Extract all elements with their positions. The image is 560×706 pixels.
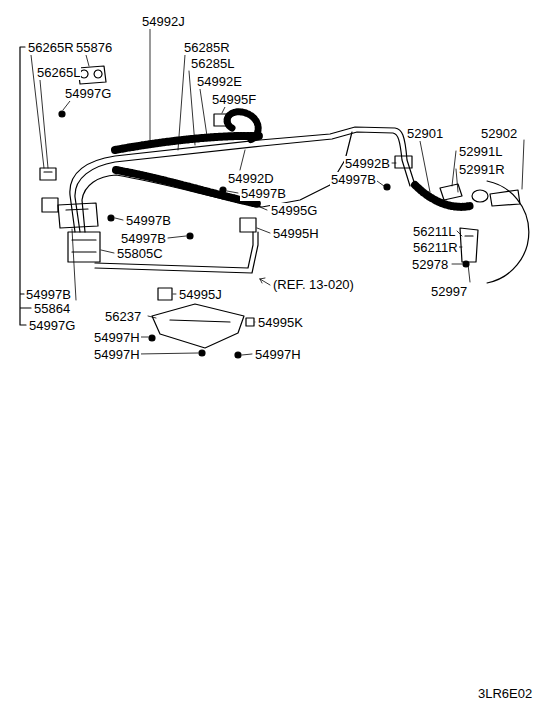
callout-number: 54997G [64,86,112,101]
callout-number: 52991R [458,162,506,177]
group-bracket [20,47,31,325]
callout-number: 54997B [120,231,167,246]
callout-number: 54997B [125,213,172,228]
brake-pipe [70,127,415,273]
drawing-code: 3LR6E02 [477,686,533,701]
callout-number: 52997 [430,284,468,299]
callout-number: 55805C [116,246,164,261]
callout-number: 54995F [211,92,257,107]
junction-block [78,66,106,84]
callout-number: 54997H [93,347,141,362]
brake-disc [487,181,529,283]
callout-number: 52978 [411,257,449,272]
callout-number: 56211L [412,224,456,239]
callout-number: 56285R [183,40,231,55]
shield-plate [152,304,244,348]
callout-number: 54992D [227,171,275,186]
bolt [59,111,469,358]
callout-number: 54992J [141,14,186,29]
callout-number: 54995G [270,203,318,218]
caliper-fitting [472,190,520,206]
callout-number: 55876 [75,40,113,55]
callout-number: 56265L [36,65,81,80]
callout-number: 54997H [254,347,302,362]
callout-number: 55864 [33,301,71,316]
leader-line [31,29,524,355]
callout-number: 54995H [272,226,320,241]
callout-number: 52991L [458,144,503,159]
callout-number: 52902 [480,126,518,141]
callout-number: 56285L [190,56,235,71]
callout-number: 54995K [257,315,304,330]
callout-number: 54995J [178,287,223,302]
callout-number: 56211R [412,240,459,255]
pipe-clip [40,114,462,326]
callout-number: 54997B [240,186,287,201]
callout-number: 56265R [27,40,75,55]
coil-protector [115,112,470,207]
callout-number: 54997H [93,330,141,345]
callout-number: 54997B [330,172,377,187]
callout-number: 54997B [25,287,72,302]
callout-number: 54997G [28,318,76,333]
callout-number: 54992E [196,74,243,89]
hose-bracket [460,228,478,262]
callout-number: 54992B [344,156,391,171]
callout-number: 56237 [104,309,142,324]
mounting-bracket [58,203,98,228]
callout-number: 52901 [406,126,444,141]
callout-number: (REF. 13-020) [272,277,355,292]
